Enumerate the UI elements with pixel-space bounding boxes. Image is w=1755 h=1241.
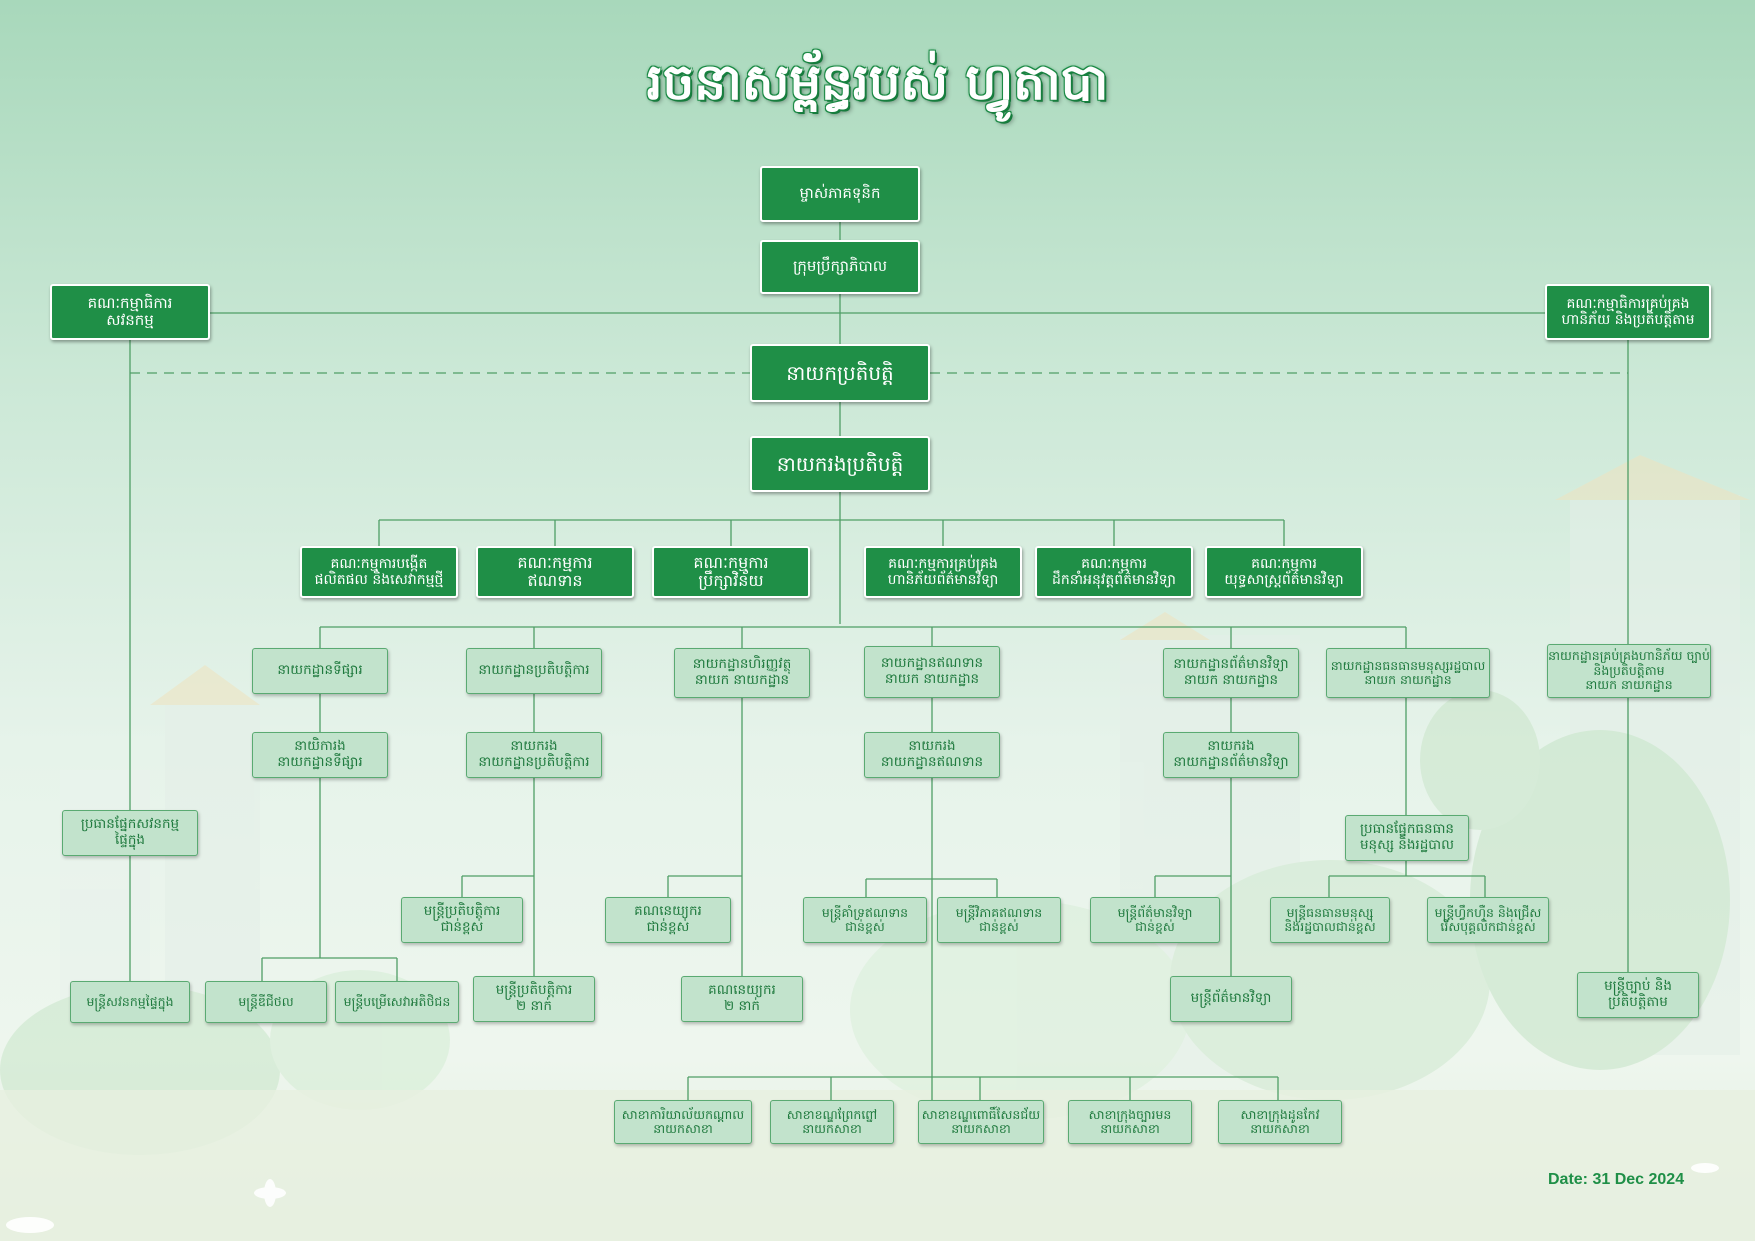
operations-deputy-box: នាយករងនាយកដ្ឋានប្រតិបត្តិការ — [466, 732, 602, 778]
advisory-committee-box: គណៈកម្មការប្រឹក្សាវិន័យ — [652, 546, 810, 598]
credit-deputy-box: នាយករងនាយកដ្ឋានឥណទាន — [864, 732, 1000, 778]
marketing-deputy-box: នាយិការងនាយកដ្ឋានទីផ្សារ — [252, 732, 388, 778]
senior-recruitment-officer-box: មន្ត្រីហ្វឹកហ៊ឺន និងជ្រើសរើសបុគ្គលិកជាន់… — [1427, 897, 1549, 943]
finance-dept-box: នាយកដ្ឋានហិរញ្ញវត្ថុនាយក នាយកដ្ឋាន — [674, 648, 810, 698]
legal-compliance-officer-box: មន្ត្រីច្បាប់ និងប្រតិបត្តិតាម — [1577, 972, 1699, 1018]
hr-dept-box: នាយកដ្ឋានធនធានមនុស្សរដ្ឋបាលនាយក នាយកដ្ឋា… — [1326, 648, 1490, 698]
it-steering-committee-box: គណៈកម្មការដឹកនាំអនុវត្តព័ត៌មានវិទ្យា — [1035, 546, 1193, 598]
credit-committee-box: គណៈកម្មការឥណទាន — [476, 546, 634, 598]
it-officer-box: មន្ត្រីព័ត៌មានវិទ្យា — [1170, 976, 1292, 1022]
it-risk-committee-box: គណៈកម្មការគ្រប់គ្រងហានិភ័យព័ត៌មានវិទ្យា — [864, 546, 1022, 598]
date-label: Date: 31 Dec 2024 — [1548, 1171, 1685, 1188]
audit-committee-box: គណៈកម្មាធិការសវនកម្ម — [50, 284, 210, 340]
owner-box: ម្ចាស់ភាគទុនិក — [760, 166, 920, 222]
senior-credit-support-officer-box: មន្ត្រីគាំទ្រឥណទានជាន់ខ្ពស់ — [803, 897, 927, 943]
credit-dept-box: នាយកដ្ឋានឥណទាននាយក នាយកដ្ឋាន — [864, 646, 1000, 698]
senior-accountant-box: គណនេយ្យករជាន់ខ្ពស់ — [605, 897, 731, 943]
board-box: ក្រុមប្រឹក្សាភិបាល — [760, 240, 920, 294]
operations-dept-box: នាយកដ្ឋានប្រតិបត្តិការ — [466, 648, 602, 694]
product-committee-box: គណៈកម្មការបង្កើតផលិតផល និងសេវាកម្មថ្មី — [300, 546, 458, 598]
branch-chbar-mon-box: សាខាក្រុងច្បារមននាយកសាខា — [1068, 1100, 1192, 1144]
senior-operations-officer-box: មន្ត្រីប្រតិបត្តិការជាន់ខ្ពស់ — [401, 897, 523, 943]
risk-committee-box: គណៈកម្មាធិការគ្រប់គ្រងហានិភ័យ និងប្រតិបត… — [1545, 284, 1711, 340]
it-strategy-committee-box: គណៈកម្មការយុទ្ធសាស្ត្រព័ត៌មានវិទ្យា — [1205, 546, 1363, 598]
customer-service-officer-box: មន្ត្រីបម្រើសេវាអតិថិជន — [335, 981, 459, 1023]
branch-prek-pnov-box: សាខាខណ្ឌព្រែកព្នៅនាយកសាខា — [770, 1100, 894, 1144]
internal-auditor-box: មន្ត្រីសវនកម្មផ្ទៃក្នុង — [70, 981, 190, 1023]
marketing-dept-box: នាយកដ្ឋានទីផ្សារ — [252, 648, 388, 694]
operations-officers-box: មន្ត្រីប្រតិបត្តិការ២ នាក់ — [473, 976, 595, 1022]
deputy-ceo-box: នាយករងប្រតិបត្តិ — [750, 436, 930, 492]
branch-head-office-box: សាខាការិយាល័យកណ្តាលនាយកសាខា — [614, 1100, 752, 1144]
digital-officer-box: មន្ត្រីឌីជីថល — [205, 981, 327, 1023]
senior-credit-analyst-box: មន្ត្រីវិភាគឥណទានជាន់ខ្ពស់ — [937, 897, 1061, 943]
branch-doun-keo-box: សាខាក្រុងដូនកែវនាយកសាខា — [1218, 1100, 1342, 1144]
internal-audit-head-box: ប្រធានផ្នែកសវនកម្មផ្ទៃក្នុង — [62, 810, 198, 856]
risk-dept-box: នាយកដ្ឋានគ្រប់គ្រងហានិភ័យ ច្បាប់និងប្រតិ… — [1547, 644, 1711, 698]
senior-it-officer-box: មន្ត្រីព័ត៌មានវិទ្យាជាន់ខ្ពស់ — [1090, 897, 1220, 943]
ceo-box: នាយកប្រតិបត្តិ — [750, 344, 930, 402]
page-title: រចនាសម្ព័ន្ធរបស់ ហ្វូតាបា — [646, 53, 1109, 111]
hr-head-box: ប្រធានផ្នែកធនធានមនុស្ស និងរដ្ឋបាល — [1345, 815, 1469, 861]
senior-hr-officer-box: មន្ត្រីធនធានមនុស្សនិងរដ្ឋបាលជាន់ខ្ពស់ — [1270, 897, 1390, 943]
it-deputy-box: នាយករងនាយកដ្ឋានព័ត៌មានវិទ្យា — [1163, 732, 1299, 778]
branch-pou-senchey-box: សាខាខណ្ឌពោធិ៍សែនជ័យនាយកសាខា — [918, 1100, 1044, 1144]
it-dept-box: នាយកដ្ឋានព័ត៌មានវិទ្យានាយក នាយកដ្ឋាន — [1163, 648, 1299, 698]
accountants-box: គណនេយ្យករ២ នាក់ — [681, 976, 803, 1022]
